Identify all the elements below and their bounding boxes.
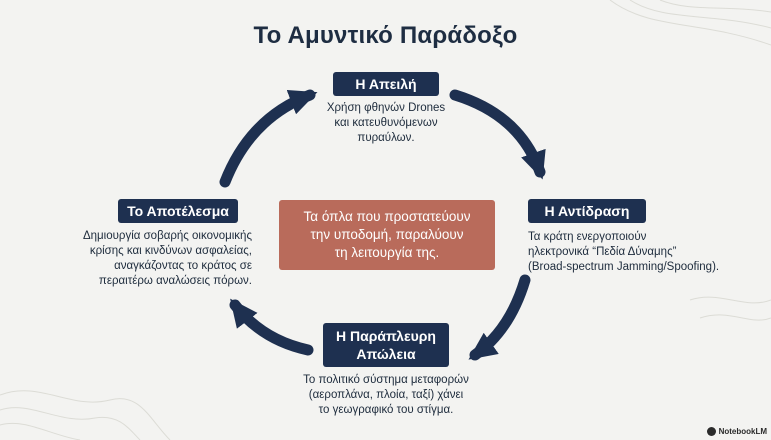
desc-line: το γεωγραφικό του στίγμα.: [318, 404, 454, 416]
node-result-description: Δημιουργία σοβαρής οικονομικής κρίσης κα…: [20, 229, 252, 289]
node-reaction-description: Τα κράτη ενεργοποιούν ηλεκτρονικά “Πεδία…: [528, 230, 766, 275]
label-line: Η Παράπλευρη: [336, 328, 436, 344]
center-line: τη λειτουργία της.: [334, 245, 440, 260]
desc-line: Χρήση φθηνών Drones: [326, 102, 446, 114]
node-result-label: Το Αποτέλεσμα: [118, 199, 238, 223]
desc-line: και κατευθυνόμενων: [334, 117, 438, 129]
node-reaction-label: Η Αντίδραση: [528, 199, 646, 223]
node-collateral-label: Η Παράπλευρη Απώλεια: [323, 323, 449, 367]
desc-line: Τα κράτη ενεργοποιούν: [528, 231, 647, 243]
desc-line: Δημιουργία σοβαρής οικονομικής: [82, 230, 252, 242]
arrow-reaction-to-collateral: [468, 274, 531, 361]
center-line: την υποδομή, παραλύουν: [310, 227, 464, 242]
label-line: Απώλεια: [356, 346, 416, 362]
notebooklm-logo-icon: [706, 427, 716, 436]
desc-line: Το πολιτικό σύστημα μεταφορών: [303, 374, 469, 386]
desc-line: περαιτέρω αναλώσεις πόρων.: [98, 275, 252, 287]
desc-line: κρίσης και κινδύνων ασφαλείας,: [89, 245, 252, 257]
desc-line: αναγκάζοντας το κράτος σε: [114, 260, 252, 272]
arrow-collateral-to-result: [229, 298, 314, 356]
desc-line: (αεροπλάνα, πλοία, ταξί) χάνει: [308, 389, 464, 401]
center-line: Τα όπλα που προστατεύουν: [303, 209, 471, 224]
node-threat-description: Χρήση φθηνών Drones και κατευθυνόμενων π…: [296, 101, 476, 146]
watermark-text: NotebookLM: [718, 427, 767, 436]
arrow-result-to-threat: [219, 89, 318, 188]
desc-line: πυραύλων.: [357, 132, 415, 144]
center-message: Τα όπλα που προστατεύουν την υποδομή, πα…: [279, 200, 495, 270]
diagram-title: Το Αμυντικό Παράδοξο: [253, 22, 518, 49]
node-threat-label: Η Απειλή: [333, 72, 439, 96]
arrow-threat-to-reaction: [449, 89, 546, 180]
node-collateral-description: Το πολιτικό σύστημα μεταφορών (αεροπλάνα…: [281, 373, 491, 418]
desc-line: (Broad-spectrum Jamming/Spoofing).: [528, 261, 720, 273]
desc-line: ηλεκτρονικά “Πεδία Δύναμης”: [528, 246, 677, 258]
watermark: NotebookLM: [706, 427, 767, 436]
